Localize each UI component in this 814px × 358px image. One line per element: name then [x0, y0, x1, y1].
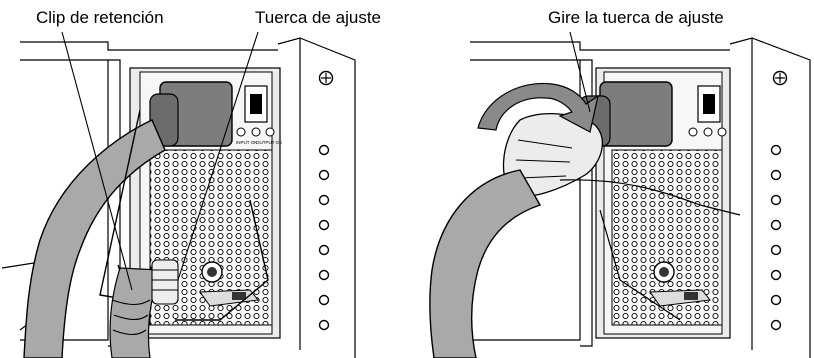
- turn-nut-leader: [569, 31, 591, 113]
- right-power-cable: [429, 81, 741, 358]
- output-led-icon: [265, 127, 275, 137]
- right-chassis: [470, 37, 811, 358]
- adjustment-nut: [151, 259, 179, 305]
- right-illustration: [429, 31, 811, 358]
- input-led-label: INPUT OK: [236, 140, 257, 145]
- right-connector: [599, 81, 673, 147]
- left-leader-lines: [61, 31, 259, 291]
- turn-nut-label: Gire la tuerca de ajuste: [548, 8, 724, 27]
- left-cable: [23, 119, 166, 358]
- retention-clip-leader: [61, 31, 133, 291]
- left-illustration: INPUT OK OUTPUT OK: [1, 31, 356, 358]
- retention-clip-label: Clip de retención: [36, 8, 164, 27]
- right-cable: [429, 169, 542, 358]
- right-rack-holes: [770, 70, 788, 331]
- adjustment-nut-leader: [177, 31, 259, 281]
- rotate-arrow-icon: [477, 82, 599, 133]
- input-led-icon: [236, 127, 246, 137]
- output-led-label: OUTPUT OK: [256, 140, 282, 145]
- left-power-cable: [23, 81, 269, 358]
- left-rack-holes: [318, 70, 334, 331]
- adjustment-nut-label: Tuerca de ajuste: [255, 8, 381, 27]
